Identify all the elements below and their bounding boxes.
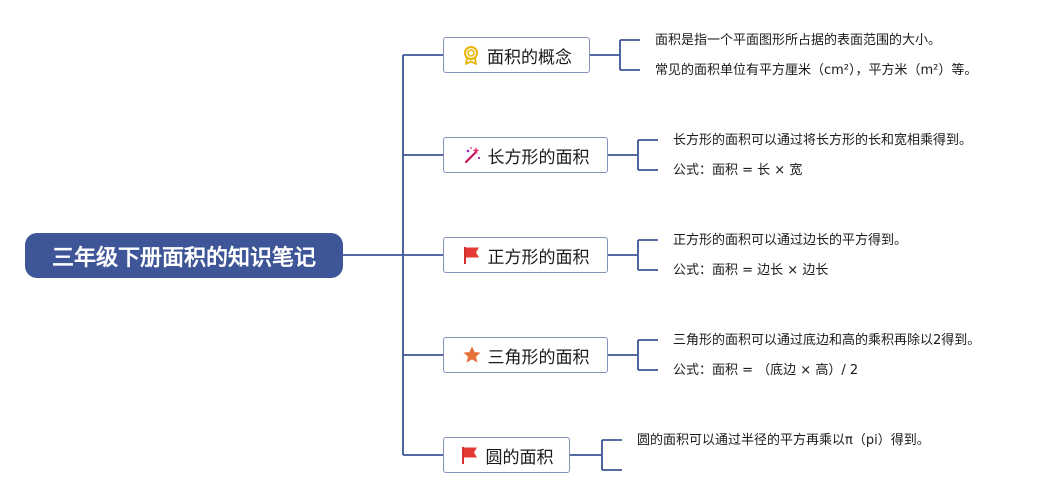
root-topic[interactable]: 三年级下册面积的知识笔记 — [25, 233, 343, 278]
root-topic-label: 三年级下册面积的知识笔记 — [51, 245, 316, 271]
note-line: 正方形的面积可以通过边长的平方得到。 — [673, 233, 908, 248]
award-ribbon-icon — [461, 45, 481, 65]
topic-label: 面积的概念 — [487, 47, 572, 68]
note-line: 三角形的面积可以通过底边和高的乘积再除以2得到。 — [673, 333, 981, 348]
orange-star-icon — [462, 345, 482, 365]
topic-area-concept[interactable]: 面积的概念 — [443, 37, 590, 73]
note-line: 公式：面积 = （底边 × 高）/ 2 — [673, 363, 859, 378]
topic-triangle-area[interactable]: 三角形的面积 — [443, 337, 608, 373]
red-flag-icon — [460, 445, 480, 465]
note-line: 公式：面积 = 长 × 宽 — [673, 163, 803, 178]
note-line: 常见的面积单位有平方厘米（cm²），平方米（m²）等。 — [655, 63, 978, 78]
topic-circle-area[interactable]: 圆的面积 — [443, 437, 570, 473]
topic-label: 正方形的面积 — [487, 247, 590, 268]
note-line: 公式：面积 = 边长 × 边长 — [673, 263, 829, 278]
topic-label: 长方形的面积 — [487, 147, 590, 168]
topic-rectangle-area[interactable]: 长方形的面积 — [443, 137, 608, 173]
topic-label: 三角形的面积 — [487, 347, 590, 368]
topic-square-area[interactable]: 正方形的面积 — [443, 237, 608, 273]
note-line: 长方形的面积可以通过将长方形的长和宽相乘得到。 — [673, 133, 973, 148]
note-line: 面积是指一个平面图形所占据的表面范围的大小。 — [655, 33, 942, 48]
magic-wand-icon — [462, 145, 482, 165]
note-line: 圆的面积可以通过半径的平方再乘以π（pi）得到。 — [637, 433, 930, 448]
topic-label: 圆的面积 — [485, 447, 554, 468]
red-flag-icon — [462, 245, 482, 265]
